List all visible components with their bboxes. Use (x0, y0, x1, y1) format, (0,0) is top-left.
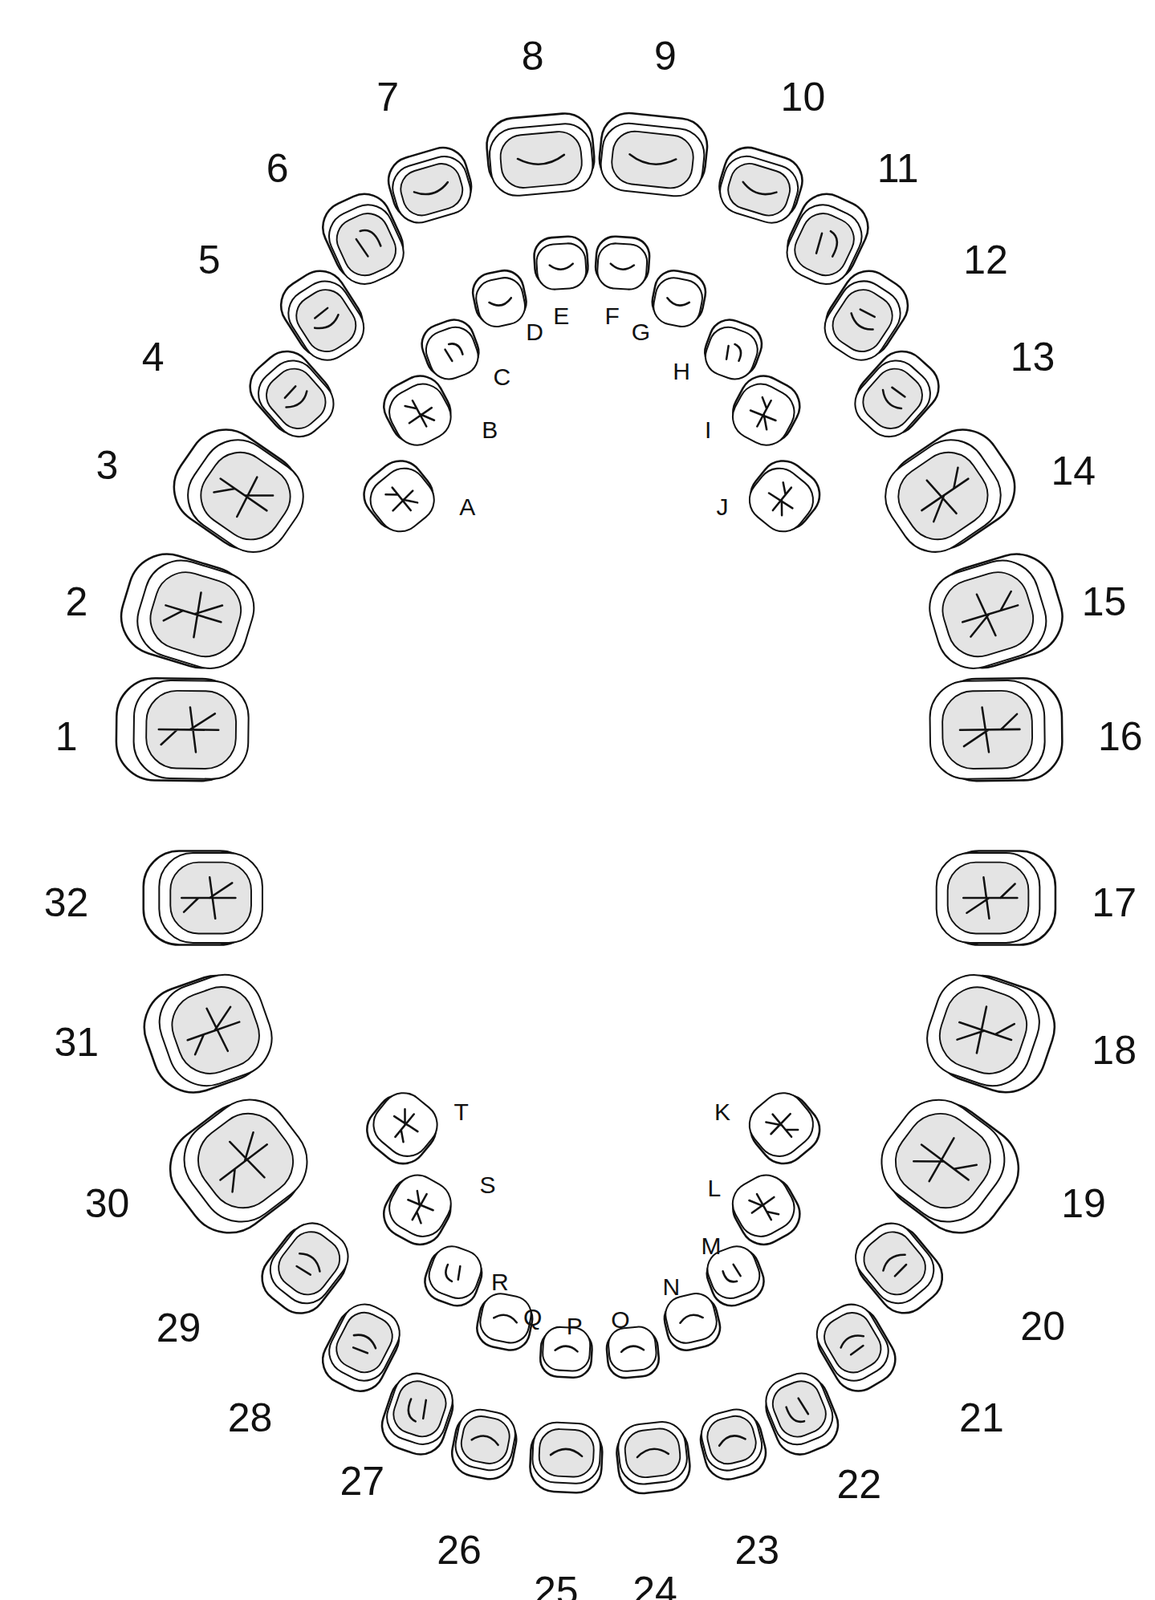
tooth (593, 235, 651, 291)
tooth-number: 20 (1020, 1306, 1066, 1347)
tooth (614, 1419, 693, 1497)
tooth-letter: P (566, 1314, 583, 1339)
tooth-number: 1 (55, 716, 78, 757)
tooth (357, 1082, 448, 1174)
tooth (929, 678, 1063, 782)
tooth-letter: G (631, 320, 651, 345)
tooth (723, 1167, 809, 1254)
tooth (375, 1167, 461, 1254)
tooth-number: 30 (85, 1183, 131, 1225)
tooth (252, 1212, 360, 1325)
tooth-letter: E (553, 304, 570, 329)
tooth-letter: T (453, 1100, 468, 1125)
tooth (695, 1404, 772, 1485)
tooth (648, 267, 709, 330)
tooth-number: 23 (734, 1530, 780, 1571)
tooth (539, 1326, 594, 1379)
tooth-number: 15 (1081, 581, 1127, 623)
tooth (919, 544, 1072, 680)
tooth (416, 314, 486, 387)
tooth-number: 3 (96, 445, 119, 486)
tooth-number: 13 (1010, 337, 1056, 378)
tooth (712, 142, 809, 230)
tooth-letter: I (704, 418, 712, 443)
tooth-letter: S (479, 1173, 497, 1198)
tooth (314, 1296, 410, 1400)
tooth-number: 5 (198, 239, 221, 281)
tooth (153, 1081, 325, 1250)
tooth (469, 267, 531, 331)
tooth-number: 6 (266, 148, 289, 189)
tooth (484, 111, 598, 199)
tooth (698, 314, 768, 387)
tooth-number: 11 (877, 148, 920, 189)
tooth (354, 451, 445, 542)
tooth-number: 18 (1091, 1030, 1137, 1071)
tooth (375, 367, 460, 454)
tooth-number: 9 (654, 36, 677, 77)
tooth-letter: F (605, 304, 620, 329)
tooth (756, 1366, 846, 1463)
tooth-number: 29 (156, 1308, 202, 1349)
tooth-number: 21 (959, 1398, 1005, 1439)
tooth-number: 28 (227, 1398, 273, 1439)
tooth-letter: O (610, 1308, 630, 1333)
tooth (375, 1366, 461, 1461)
tooth (447, 1406, 521, 1485)
tooth (418, 1240, 489, 1312)
tooth (382, 142, 479, 229)
tooth-number: 7 (376, 77, 399, 118)
tooth-number: 25 (533, 1571, 579, 1600)
tooth (870, 414, 1029, 568)
tooth (143, 851, 263, 946)
tooth-number: 14 (1050, 451, 1096, 492)
tooth-number: 24 (632, 1571, 678, 1600)
tooth-letter: A (459, 495, 476, 520)
tooth-number: 8 (521, 36, 545, 77)
tooth (528, 1421, 604, 1494)
tooth-letter: M (701, 1234, 722, 1259)
tooth-number: 31 (54, 1022, 100, 1063)
tooth-number: 22 (837, 1464, 883, 1505)
tooth (532, 235, 590, 291)
tooth-number: 16 (1098, 716, 1143, 757)
tooth (115, 678, 249, 782)
tooth (596, 110, 711, 200)
tooth (723, 367, 808, 454)
tooth-letter: R (491, 1270, 509, 1295)
tooth-letter: D (525, 320, 544, 345)
tooth-number: 19 (1061, 1183, 1107, 1225)
tooth (133, 962, 284, 1104)
tooth (916, 963, 1066, 1104)
tooth-letter: N (662, 1275, 681, 1300)
tooth-letter: L (707, 1176, 721, 1201)
tooth-letter: K (714, 1100, 731, 1125)
tooth (843, 341, 949, 448)
tooth-number: 26 (436, 1530, 482, 1571)
tooth-letter: J (716, 495, 729, 520)
tooth-letter: Q (523, 1305, 542, 1330)
tooth-number: 2 (65, 581, 88, 623)
tooth (739, 1082, 830, 1174)
tooth-letter: H (672, 359, 691, 384)
tooth-number: 10 (780, 77, 826, 118)
tooth (936, 851, 1056, 946)
tooth-number: 32 (44, 882, 90, 924)
tooth-letter: C (493, 365, 512, 390)
tooth-number: 4 (142, 337, 165, 378)
tooth (111, 544, 264, 680)
tooth-number: 12 (963, 239, 1009, 281)
tooth (158, 414, 318, 569)
tooth (605, 1325, 661, 1380)
tooth-number: 27 (339, 1461, 385, 1502)
tooth (739, 451, 830, 542)
tooth-number: 17 (1091, 882, 1137, 924)
tooth-letter: B (481, 418, 498, 443)
